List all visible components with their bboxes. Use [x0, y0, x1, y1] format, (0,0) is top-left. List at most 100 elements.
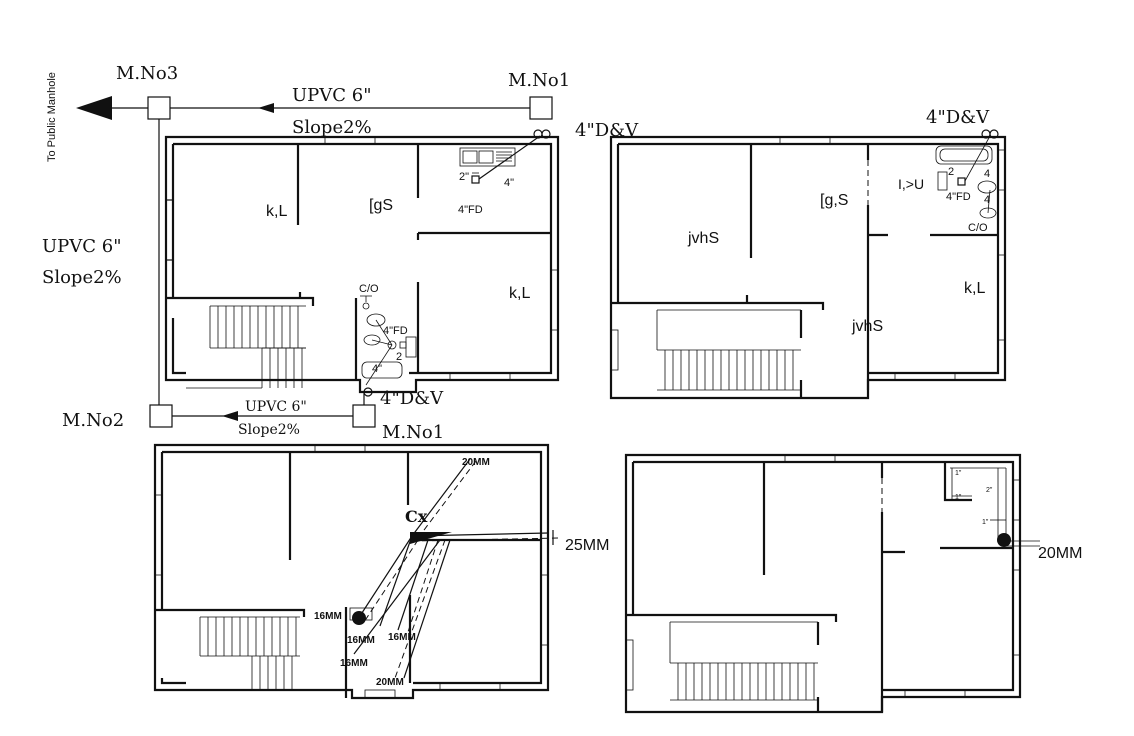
bath-2in-label: 2 [396, 351, 402, 363]
staircase [186, 616, 300, 691]
window [165, 199, 174, 261]
pipe-size-label: 1" [955, 494, 962, 501]
pipe-label: 4 [984, 168, 990, 180]
pipe-size-label: 16MM [340, 658, 368, 669]
outfall-arrow-icon [76, 96, 112, 120]
ground-floor-water-supply-plan: Cx 25MM 20MM 20MM 16MM 16MM 16MM 16MM [153, 443, 609, 700]
kitchen-drain-pipe [478, 135, 541, 180]
window [1012, 479, 1021, 521]
pipe-4in-label: 4" [504, 177, 514, 189]
pipe-size-label: 16MM [347, 635, 375, 646]
first-floor-water-supply-plan: 20MM 1" 2" 1" 1" [624, 453, 1082, 714]
window [449, 372, 511, 381]
window [1012, 569, 1021, 656]
pipe-size-label: 16MM [314, 611, 342, 622]
stair-wall [626, 613, 838, 622]
bathroom-fixtures [360, 295, 417, 386]
dv-label: 4"D&V [926, 107, 990, 128]
stair-wall [166, 296, 315, 306]
room-label: jvhS [687, 230, 719, 247]
window [625, 639, 634, 691]
cistern-label: Cx [405, 507, 428, 526]
staircase [186, 305, 306, 389]
window [779, 136, 831, 145]
room-label: k,L [964, 280, 985, 297]
room-label: [g,S [820, 192, 848, 209]
slope-label-top: Slope2% [292, 117, 372, 138]
window [904, 689, 966, 698]
kitchen-sink [459, 147, 516, 167]
slope-label-bottom: Slope2% [238, 422, 300, 438]
room-label: k,L [266, 203, 287, 220]
pipe-size-label: 2" [986, 487, 993, 494]
staircase [656, 309, 801, 391]
bath-4in-label: 4" [372, 363, 382, 375]
toilet-fixtures [935, 135, 997, 219]
window [610, 329, 619, 371]
inner-wall-line [171, 144, 186, 375]
window [439, 682, 501, 691]
staircase [669, 621, 818, 701]
manhole-3-label: M.No3 [116, 63, 178, 84]
pipe-2in-label: 2" [459, 171, 469, 183]
manhole-1-top [529, 96, 553, 120]
room-label: jvhS [851, 318, 883, 335]
window [997, 149, 1006, 191]
window [550, 269, 559, 331]
cistern-icon [410, 532, 452, 544]
pipe-size-label: 20MM [376, 677, 404, 688]
tap-point-icon [352, 611, 366, 625]
window [154, 494, 163, 576]
pipe-size-label: 16MM [388, 632, 416, 643]
room-label: I,>U [898, 176, 924, 192]
slope-label-left: Slope2% [42, 267, 122, 288]
stair-wall [611, 301, 825, 310]
flow-arrow-icon [222, 411, 238, 421]
inner-wall-line [618, 142, 1000, 375]
pipe-label: 4 [984, 194, 990, 206]
cleanout-label: C/O [968, 222, 988, 234]
inner-wall-line [173, 142, 553, 375]
manhole-1-label: M.No1 [508, 70, 570, 91]
floor-drain-icon [471, 175, 480, 184]
pipe-label: 2 [948, 166, 954, 178]
flow-arrow-icon [258, 103, 274, 113]
dv-stack-pipe [989, 129, 999, 139]
pipe-label-bottom: UPVC 6" [245, 399, 307, 415]
room-label: [gS [369, 197, 393, 214]
cleanout-label: C/O [359, 283, 379, 295]
window [314, 444, 366, 453]
pipe-label-top: UPVC 6" [292, 85, 372, 106]
outer-wall [609, 135, 1007, 400]
manhole-2-label: M.No2 [62, 410, 124, 431]
pipe-label-left: UPVC 6" [42, 236, 122, 257]
to-public-manhole-label: To Public Manhole [46, 72, 58, 162]
window [540, 574, 549, 646]
fixture [349, 607, 373, 621]
pipe-size-label: 1" [982, 519, 989, 526]
window [784, 454, 836, 463]
inner-wall-line [162, 450, 543, 685]
kitchen-fd-label: 4"FD [458, 204, 483, 216]
pipe-size-label: 1" [955, 470, 962, 477]
window [997, 254, 1006, 341]
window [324, 136, 376, 145]
pipe-size-label: 20MM [1038, 545, 1082, 562]
bath-fd-label: 4"FD [383, 325, 408, 337]
pipe-size-label: 20MM [462, 457, 490, 468]
tap-point-icon [997, 533, 1011, 547]
pipe-size-label: 25MM [565, 537, 609, 554]
first-floor-drainage-plan: 4"D&V jvhS [g,S I,>U 4"FD 2 4 4 C/O jvhS… [609, 107, 1007, 400]
fd-label: 4"FD [946, 191, 971, 203]
room-label: k,L [509, 285, 530, 302]
manhole-3 [147, 96, 171, 120]
ground-floor-drainage-plan: To Public Manhole M.No3 M.No1 UPVC 6" Sl… [42, 63, 639, 443]
toilet-wall [943, 462, 972, 502]
manhole-1-bottom [352, 404, 376, 428]
supply-lines [950, 467, 1040, 547]
window [364, 689, 396, 699]
dv-label-top: 4"D&V [575, 120, 639, 141]
dv-label-bottom: 4"D&V [380, 388, 444, 409]
manhole-1-bottom-label: M.No1 [382, 422, 444, 443]
